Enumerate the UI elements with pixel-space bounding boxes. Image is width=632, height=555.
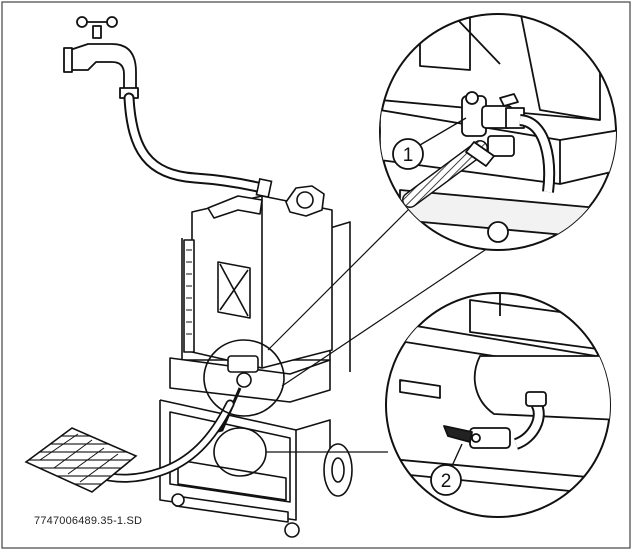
magnified-view-1: 1 — [379, 13, 617, 251]
zoom-source-1 — [203, 339, 285, 417]
floor-drain-icon — [24, 427, 138, 493]
fill-cart — [159, 185, 353, 538]
callout-badge-2 — [430, 464, 462, 496]
callout-label-2: 2 — [441, 471, 452, 492]
magnified-view-2: 2 — [385, 292, 611, 518]
callout-line-1 — [419, 117, 467, 146]
zoom-leader-1 — [267, 207, 489, 387]
callout-badge-1 — [392, 138, 424, 170]
figure-reference-code: 7747006489.35-1.SD — [34, 515, 143, 527]
drain-hose — [91, 399, 235, 483]
callout-line-2 — [451, 443, 463, 467]
callout-label-1: 1 — [403, 145, 414, 166]
